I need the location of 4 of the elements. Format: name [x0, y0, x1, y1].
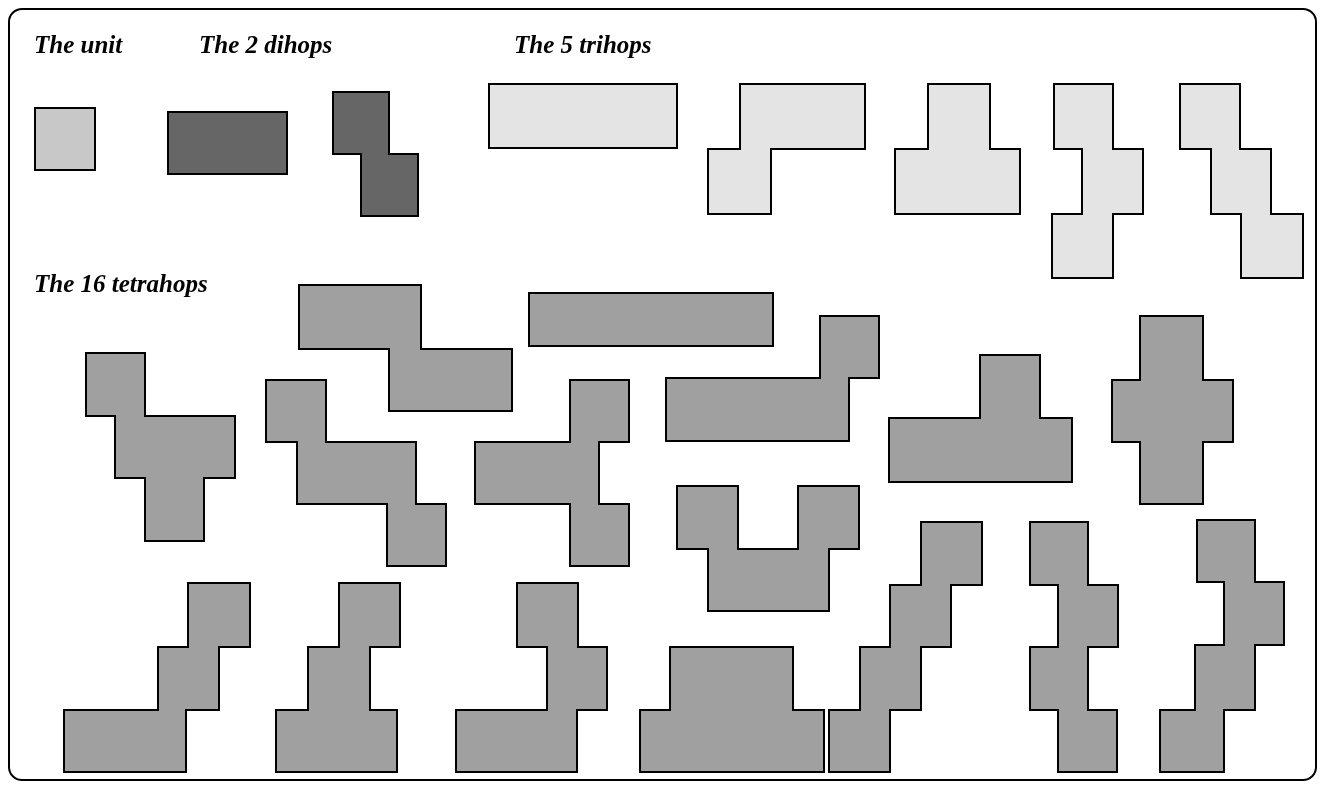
heading: The 2 dihops	[199, 32, 333, 57]
heading: The 16 tetrahops	[34, 271, 208, 296]
heading: The 5 trihops	[514, 32, 652, 57]
heading: The unit	[34, 32, 123, 57]
